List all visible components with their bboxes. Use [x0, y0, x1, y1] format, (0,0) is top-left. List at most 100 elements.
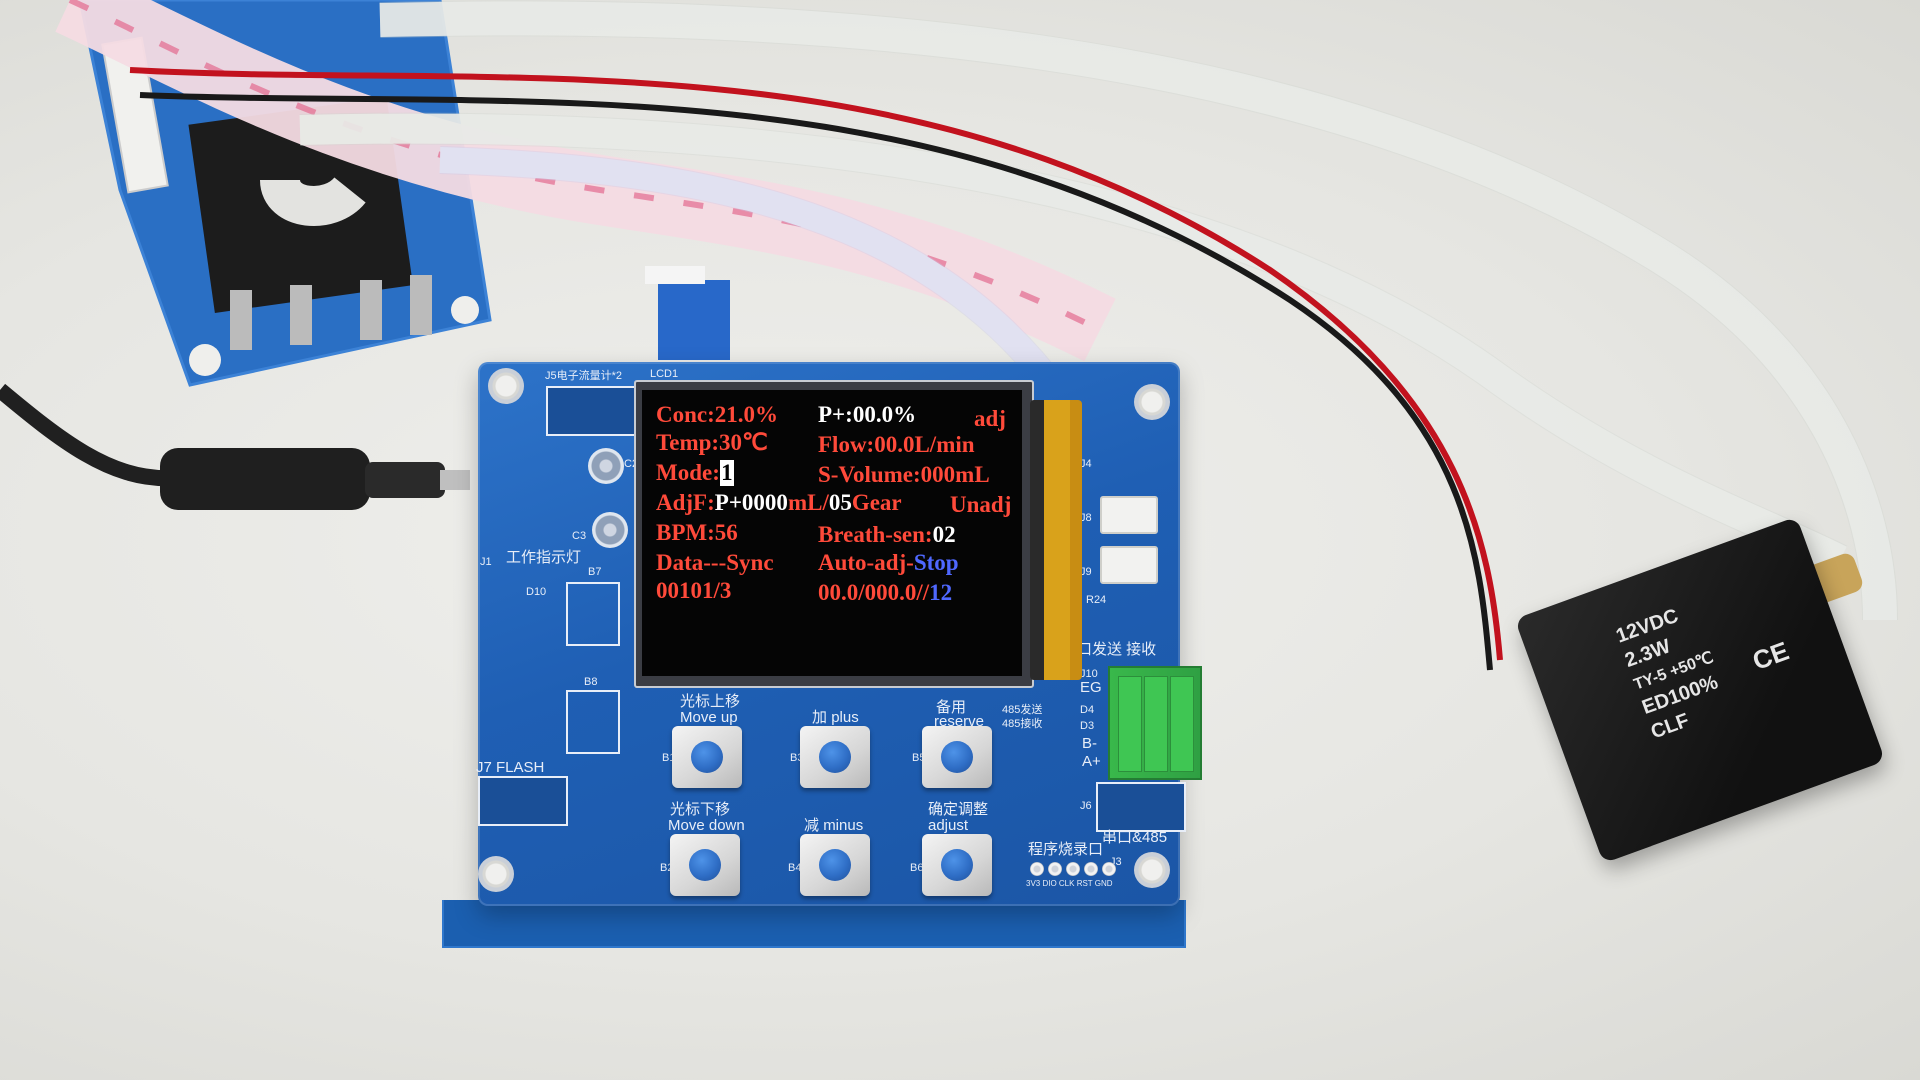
label-programmer: 程序烧录口 — [1028, 841, 1104, 858]
j7-header — [478, 776, 568, 826]
label-minus-cn: 减 — [804, 817, 820, 834]
label-j8: J8 — [1080, 512, 1092, 524]
label-move-down-en: Move down — [668, 817, 745, 834]
mount-hole-bl — [478, 856, 514, 892]
lcd-mode: Mode:1 — [656, 460, 734, 486]
label-minus-en: minus — [823, 817, 864, 834]
label-j7-flash: J7 FLASH — [476, 759, 545, 776]
adjust-button[interactable] — [922, 834, 992, 896]
lcd-breath-label: Breath-sen: — [818, 522, 933, 547]
move-up-button[interactable] — [672, 726, 742, 788]
label-j10: J10 — [1080, 668, 1098, 680]
capacitor-c2 — [588, 448, 624, 484]
button-cap — [819, 849, 851, 881]
mount-hole-br — [1134, 852, 1170, 888]
move-down-button[interactable] — [670, 834, 740, 896]
lcd-breath-value: 02 — [932, 522, 956, 547]
lcd-adjf-unit: mL/ — [787, 490, 829, 515]
label-j1: J1 — [480, 556, 492, 568]
label-work-led: 工作指示灯 — [506, 549, 582, 566]
lcd-auto-adj-value: Stop — [913, 550, 959, 575]
label-reserve-cn: 备用 — [936, 699, 967, 716]
label-plus-cn: 加 — [812, 709, 828, 726]
label-eg: EG — [1080, 679, 1102, 696]
mount-hole-tr — [1134, 384, 1170, 420]
label-d3: D3 — [1080, 720, 1095, 732]
label-j3: J3 — [1110, 856, 1122, 868]
label-b6: B6 — [910, 862, 924, 874]
lcd-data-sync: Data---Sync — [656, 550, 774, 575]
prog-pin — [1084, 862, 1098, 876]
label-serial-tx-rx: 串口发送 接收 — [1062, 641, 1157, 658]
red-wire — [129, 67, 1503, 661]
label-b8: B8 — [584, 676, 598, 688]
label-a-plus: A+ — [1082, 753, 1101, 770]
label-c3: C3 — [572, 530, 587, 542]
label-adjust-en: adjust — [928, 817, 969, 834]
label-d10: D10 — [526, 586, 547, 598]
lcd-screen: Conc:21.0% P+:00.0% adj Temp:30℃ Flow:00… — [642, 390, 1022, 676]
black-wire — [139, 92, 1493, 671]
label-plus: 加 plus — [812, 710, 859, 726]
button-cap — [941, 849, 973, 881]
prog-pin — [1030, 862, 1044, 876]
label-reserve-en: reserve — [934, 713, 985, 730]
prog-pin — [1048, 862, 1062, 876]
lcd-flex-cable — [1030, 400, 1082, 680]
ce-mark: CE — [1748, 635, 1793, 677]
label-j6: J6 — [1080, 800, 1092, 812]
blue-tab — [658, 280, 730, 360]
lcd-adjf-value: P+0000 — [714, 490, 788, 515]
lcd-breath: Breath-sen:02 — [818, 522, 956, 548]
label-b7: B7 — [588, 566, 602, 578]
lcd-unadj: Unadj — [950, 492, 1012, 517]
label-move-up-en: Move up — [680, 709, 738, 726]
button-cap — [819, 741, 851, 773]
tactile-switch-b8[interactable] — [566, 690, 620, 754]
lcd-gear-label: Gear — [851, 490, 902, 515]
lcd-pressure: P+:00.0% — [818, 402, 917, 427]
lcd-readout-text: 00.0/000.0// — [818, 580, 930, 605]
label-485-tx: 485发送 — [1002, 704, 1043, 716]
label-d4: D4 — [1080, 704, 1095, 716]
label-r24: R24 — [1086, 594, 1107, 606]
lcd-counter: 00101/3 — [656, 578, 732, 603]
minus-button[interactable] — [800, 834, 870, 896]
label-lcd1: LCD1 — [650, 368, 679, 380]
label-serial-485: 串口&485 — [1102, 829, 1168, 846]
reserve-button[interactable] — [922, 726, 992, 788]
label-b-minus: B- — [1082, 735, 1097, 752]
label-j4: J4 — [1080, 458, 1092, 470]
lcd-mode-label: Mode: — [656, 460, 720, 485]
lcd-svolume: S-Volume:000mL — [818, 462, 990, 487]
lcd-flow: Flow:00.0L/min — [818, 432, 975, 457]
connector-j9 — [1100, 546, 1158, 584]
connector-j8 — [1100, 496, 1158, 534]
label-j5: J5电子流量计*2 — [545, 370, 623, 382]
lcd-readout: 00.0/000.0//12 — [818, 580, 952, 606]
lcd-adjf-label: AdjF: — [656, 490, 715, 515]
power-jack-plug — [160, 448, 370, 510]
lcd-gear-value: 05 — [828, 490, 852, 515]
lcd-mode-cursor: 1 — [719, 460, 734, 486]
lcd-temp: Temp:30℃ — [656, 430, 768, 455]
label-j9: J9 — [1080, 566, 1092, 578]
lcd-bpm: BPM:56 — [656, 520, 738, 545]
tactile-switch-b7[interactable] — [566, 582, 620, 646]
label-move-down-cn: 光标下移 — [670, 801, 731, 818]
plus-button[interactable] — [800, 726, 870, 788]
air-tube — [379, 1, 1897, 621]
lcd-conc: Conc:21.0% — [656, 402, 779, 427]
terminal-block — [1108, 666, 1202, 780]
capacitor-c3 — [592, 512, 628, 548]
j5-header — [546, 386, 636, 436]
pcb-bottom-edge — [442, 900, 1186, 948]
label-plus-en: plus — [831, 709, 859, 726]
j6-header — [1096, 782, 1186, 832]
mount-hole-tl — [488, 368, 524, 404]
button-cap — [941, 741, 973, 773]
label-move-up-cn: 光标上移 — [680, 693, 741, 710]
label-prog-pins: 3V3 DIO CLK RST GND — [1026, 879, 1113, 888]
lcd-auto-adj: Auto-adj-Stop — [818, 550, 959, 576]
